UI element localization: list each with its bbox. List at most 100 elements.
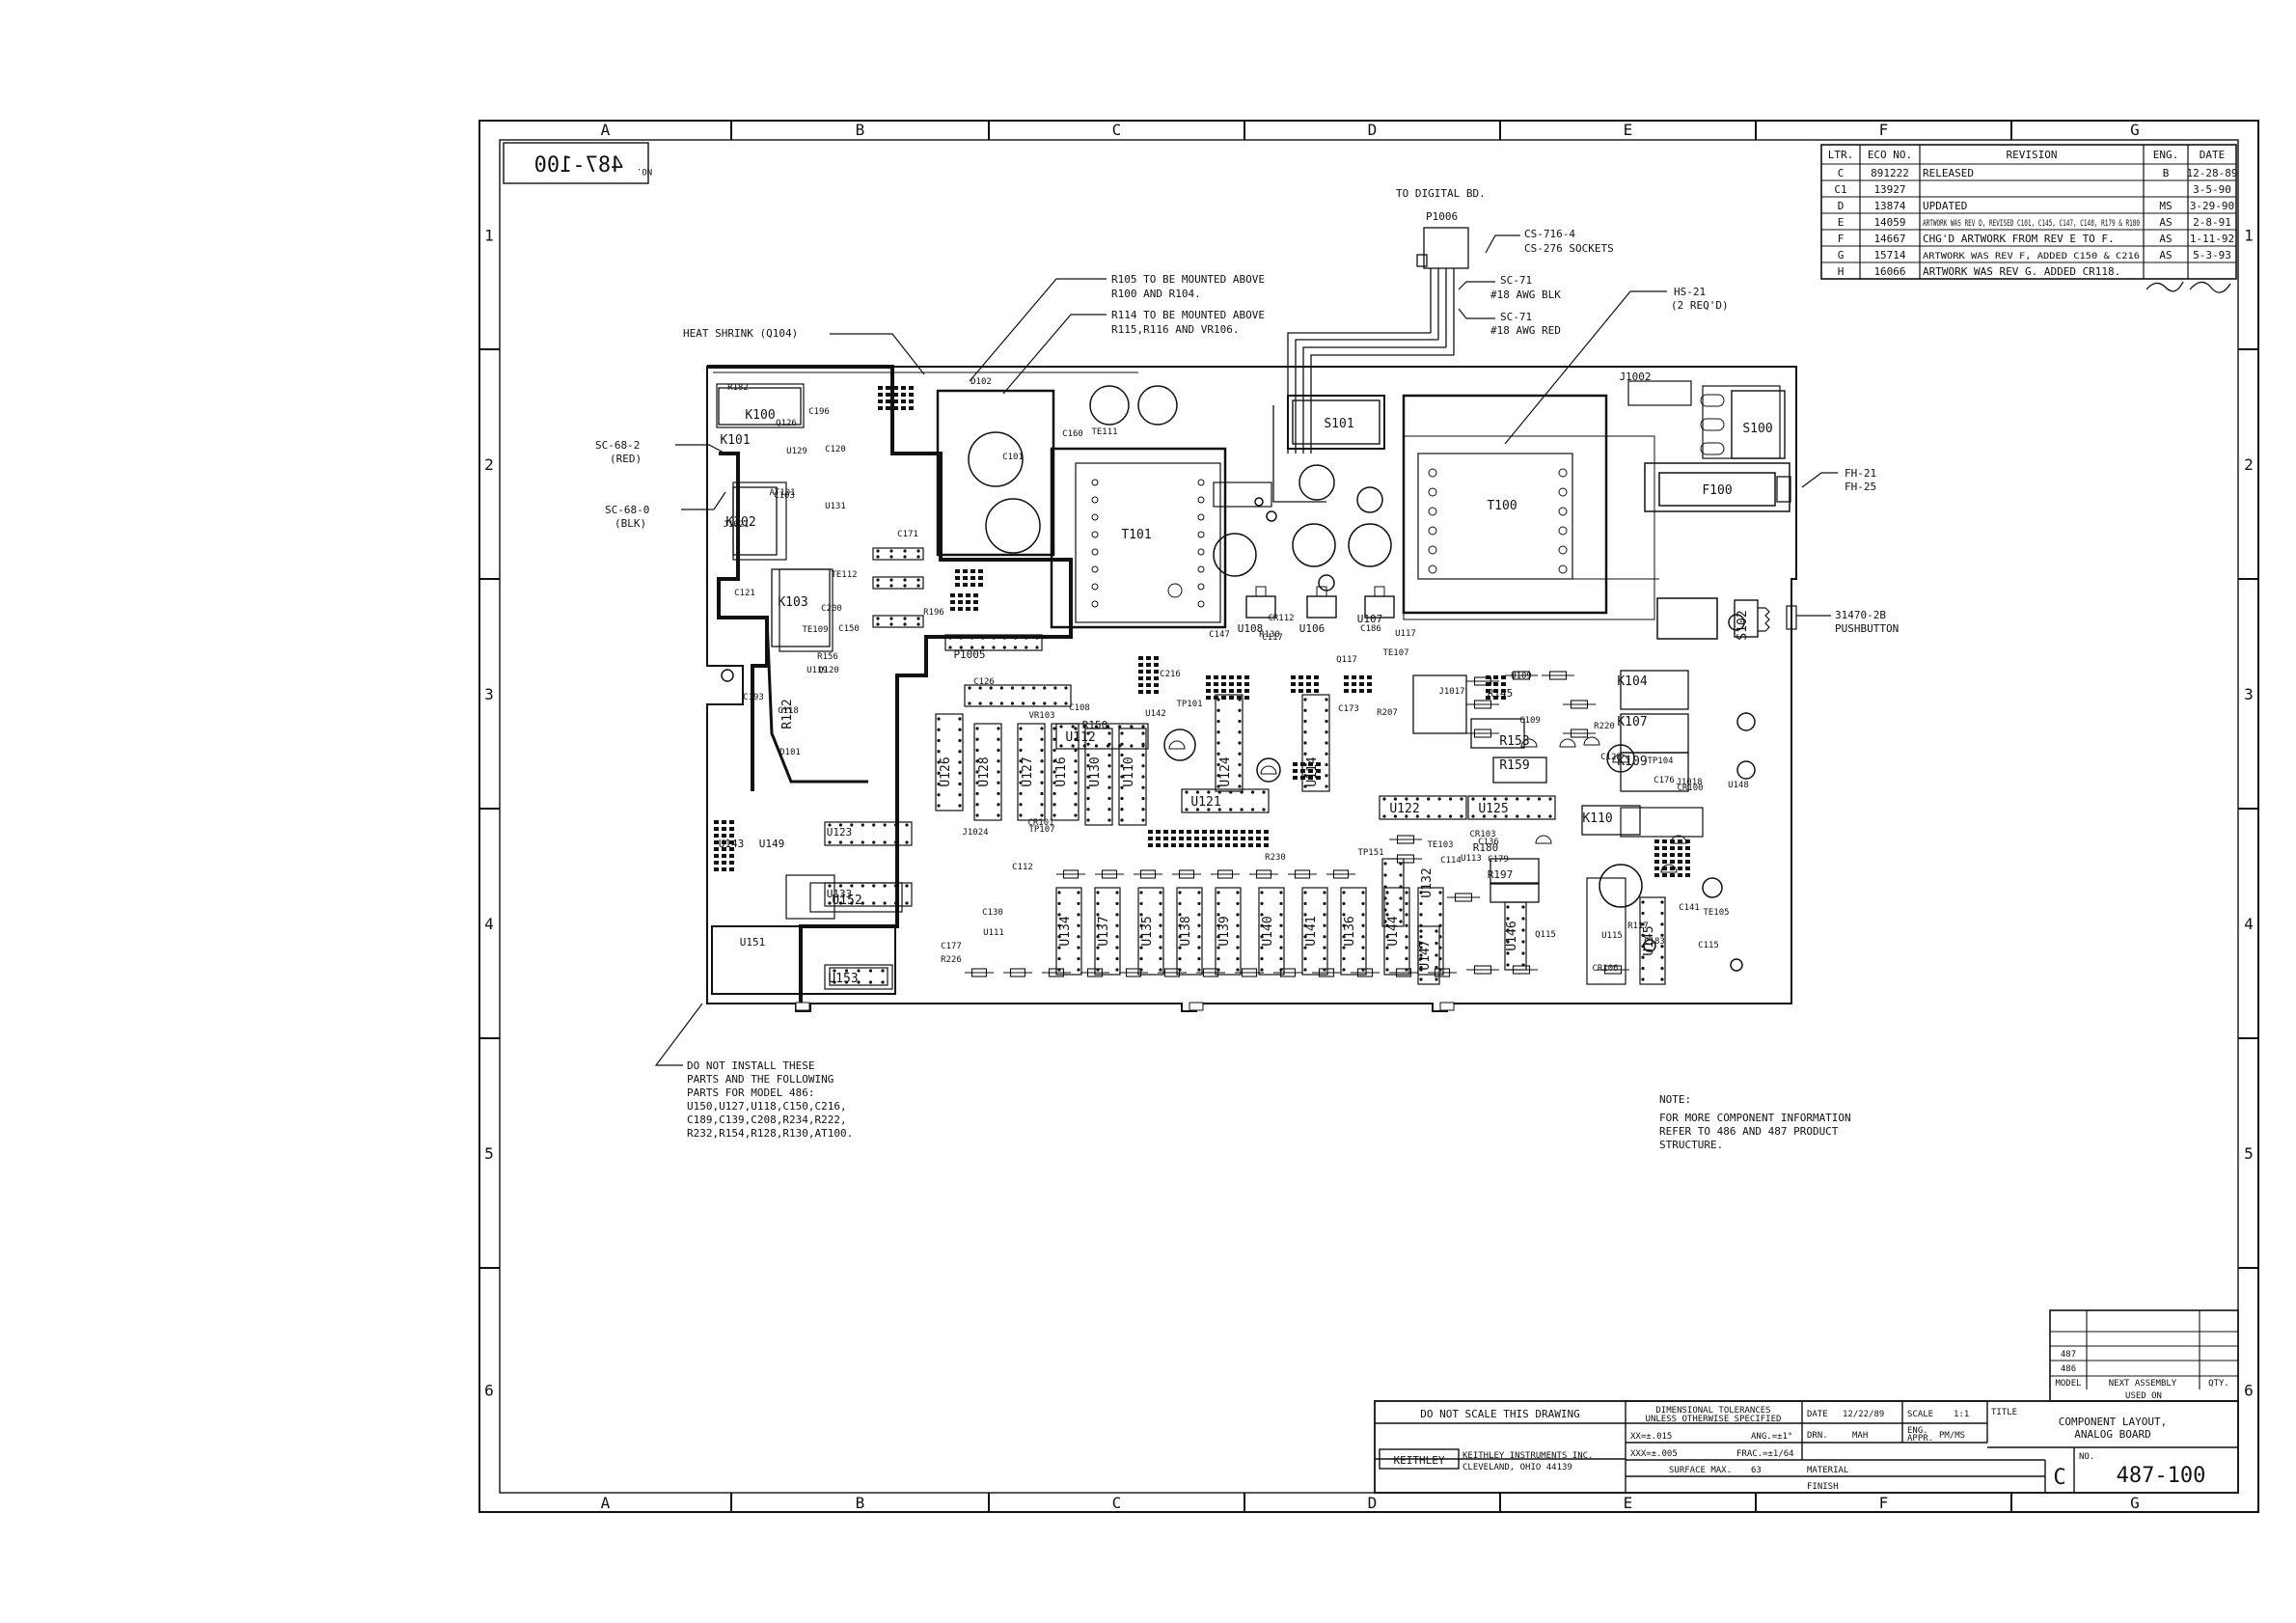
ic-pin <box>1096 946 1100 949</box>
ref-u113: U113 <box>1461 854 1482 864</box>
ic-pin <box>1260 901 1264 906</box>
ref-c103: C103 <box>774 491 795 501</box>
ic-pin <box>1120 742 1124 746</box>
ic-pin <box>1405 797 1408 801</box>
pad-block <box>1214 696 1218 700</box>
ic-pin <box>1086 753 1090 757</box>
dni-line: U150,U127,U118,C150,C216, <box>687 1100 847 1113</box>
ic-pin <box>1460 814 1463 818</box>
ic-pin <box>1405 913 1408 917</box>
ic-pin <box>975 791 979 796</box>
ic-pin <box>1260 923 1264 927</box>
ic-pin <box>1303 719 1307 724</box>
ic-pin <box>1240 808 1244 812</box>
pad-block <box>1187 843 1191 847</box>
pad-block <box>1678 839 1682 843</box>
ic-pin <box>844 980 849 984</box>
pcb-board <box>706 365 1797 1012</box>
title-label: TITLE <box>1991 1408 2017 1417</box>
ic-pin <box>1238 730 1242 734</box>
ref-r180: R180 <box>1473 841 1499 854</box>
ic-pin <box>850 840 854 844</box>
transistor-outline <box>1168 740 1186 750</box>
ic-pin <box>1419 891 1423 894</box>
date-value: 12/22/89 <box>1843 1410 1884 1419</box>
ic-package-u122 <box>1379 795 1467 820</box>
ic-pin <box>1323 901 1326 906</box>
ic-pin <box>992 646 996 649</box>
pad-block <box>1229 675 1234 679</box>
ic-pin <box>905 884 909 888</box>
rev-cell-eco: 13927 <box>1873 183 1905 196</box>
transformer-pin <box>1091 513 1099 521</box>
ref-cr101: CR101 <box>1027 818 1053 828</box>
ic-pin <box>1493 814 1497 818</box>
ref-cr103: CR103 <box>1469 830 1495 839</box>
ic-pin <box>1548 797 1552 801</box>
ic-pin <box>1120 775 1124 779</box>
pad-block <box>1654 873 1659 877</box>
ic-pin <box>1057 946 1061 949</box>
ic-pin <box>1385 956 1389 961</box>
ic-pin <box>903 622 907 626</box>
ic-pin <box>1139 946 1143 949</box>
ic-pin <box>1040 737 1044 741</box>
ic-pin <box>975 781 979 784</box>
rev-cell-eco: 15714 <box>1873 249 1905 261</box>
ic-pin <box>1120 818 1124 822</box>
ic-pin <box>997 803 1000 807</box>
pad-block <box>729 854 734 858</box>
pad-block <box>1138 663 1143 667</box>
pad-block <box>1221 689 1226 693</box>
ic-pin <box>1506 905 1510 909</box>
pad-block <box>1256 837 1261 840</box>
ref-r150: R150 <box>1082 719 1108 731</box>
pad-block <box>714 820 719 824</box>
pad-block <box>1314 682 1319 686</box>
resistor-mid-row <box>1101 869 1118 879</box>
ic-pin <box>1107 764 1111 768</box>
pad-block <box>901 406 906 410</box>
company-address: CLEVELAND, OHIO 44139 <box>1462 1463 1572 1472</box>
pad-block <box>1486 696 1490 700</box>
pad-block <box>1146 690 1151 694</box>
ref-k102: K102 <box>725 515 755 530</box>
ic-pin <box>958 738 962 743</box>
pad-block <box>1306 682 1311 686</box>
relay-body <box>1490 882 1540 903</box>
ic-pin <box>1139 956 1143 961</box>
resistor-mid-row <box>1216 869 1234 879</box>
resistor <box>1570 700 1589 709</box>
pad-block <box>1233 830 1238 834</box>
ic-pin <box>1106 725 1110 729</box>
rev-cell-date: 12-28-89 <box>2187 167 2238 179</box>
callout-awg-blk: #18 AWG BLK <box>1490 289 1561 301</box>
pad-block <box>1291 675 1296 679</box>
ic-pin <box>1010 686 1015 690</box>
rev-cell-eco: 16066 <box>1873 265 1905 278</box>
ref-u129: U129 <box>786 447 807 456</box>
pad-block <box>886 386 890 390</box>
ic-pin <box>1303 935 1307 939</box>
ic-pin <box>1178 935 1182 939</box>
ic-pin <box>1107 785 1111 789</box>
ic-pin <box>1141 785 1145 789</box>
ic-pin <box>1141 808 1145 812</box>
ic-pin <box>828 823 832 827</box>
drawing-number: 487-100 <box>2117 1464 2206 1488</box>
note-block: NOTE: FOR MORE COMPONENT INFORMATION REF… <box>1659 1093 1851 1151</box>
pad-block <box>950 593 955 597</box>
ref-u106: U106 <box>1299 622 1326 635</box>
transformer-pin <box>1428 564 1437 574</box>
ic-pin <box>1641 911 1645 916</box>
ic-pin <box>1040 813 1044 817</box>
ic-pin <box>1052 737 1056 741</box>
ic-pin <box>1385 946 1389 949</box>
zone-letter-bottom: A <box>601 1494 611 1512</box>
ic-package-row-b <box>1340 887 1367 976</box>
dni-line: R232,R154,R128,R130,AT100. <box>687 1127 853 1140</box>
ic-pin <box>1238 741 1242 745</box>
ic-pin <box>1323 891 1326 894</box>
ic-pin <box>1260 935 1264 939</box>
ic-pin <box>1053 686 1057 690</box>
